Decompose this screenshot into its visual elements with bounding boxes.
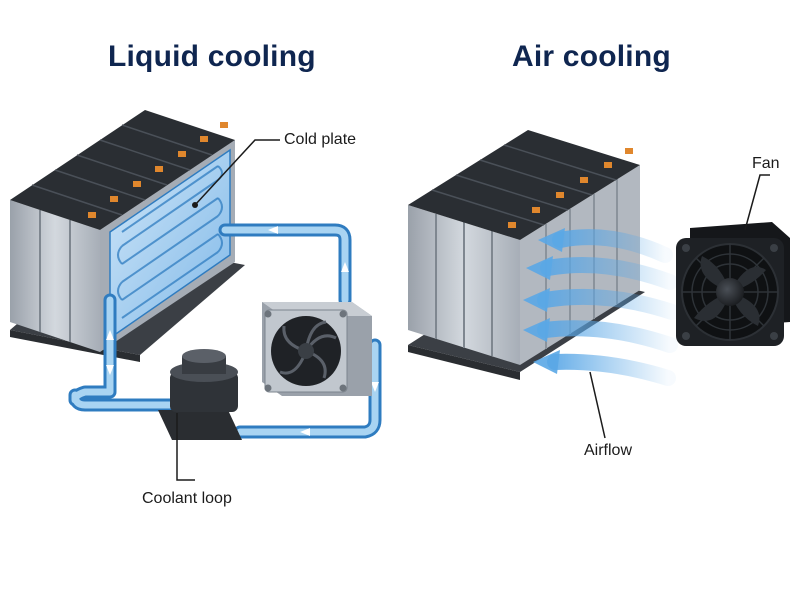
airflow-label: Airflow xyxy=(584,442,633,459)
axial-fan-icon xyxy=(676,222,790,346)
pump-icon xyxy=(158,349,242,440)
cold-plate-leader-dot xyxy=(192,202,198,208)
air-cooling-panel xyxy=(408,130,790,439)
air-cooling-title: Air cooling xyxy=(512,40,671,73)
coolant-loop-leader xyxy=(176,413,195,481)
airflow-arrow-icon xyxy=(523,228,680,386)
cold-plate-leader xyxy=(194,139,280,206)
liquid-cooling-panel xyxy=(10,110,382,481)
fan-label: Fan xyxy=(752,155,780,172)
radiator-fan-icon xyxy=(262,302,372,396)
coolant-flow-arrows xyxy=(106,226,379,436)
coolant-loop-pipes xyxy=(68,223,382,439)
cold-plate-label: Cold plate xyxy=(284,131,357,148)
fan-leader xyxy=(744,174,770,231)
liquid-cooling-title: Liquid cooling xyxy=(108,40,316,73)
coolant-loop-label: Coolant loop xyxy=(142,490,232,507)
airflow-leader xyxy=(589,371,606,439)
